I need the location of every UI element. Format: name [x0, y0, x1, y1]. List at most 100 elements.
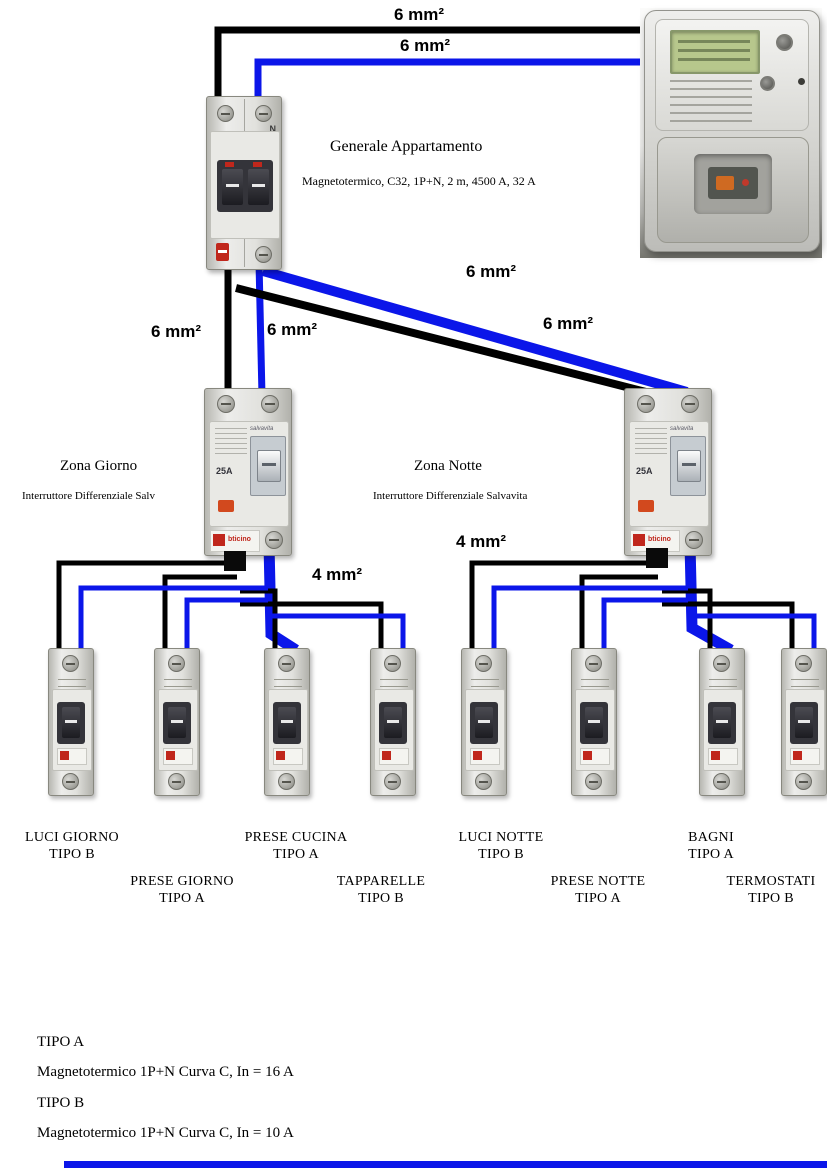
brand-logo-icon — [382, 751, 391, 760]
meter-lever-icon — [716, 176, 734, 190]
terminal-screw-icon — [255, 105, 272, 122]
circuit-name: LUCI NOTTE — [458, 830, 544, 845]
terminal-screw-icon — [681, 395, 699, 413]
breaker-face — [374, 689, 414, 771]
zona-giorno-title: Zona Giorno — [60, 458, 138, 474]
circuit-label-luci-notte: LUCI NOTTE TIPO B — [426, 830, 576, 864]
meter-label-text — [670, 80, 752, 122]
vents — [581, 679, 609, 687]
wire-phase-bagni — [662, 588, 713, 652]
wire-phase-luci-notte — [469, 560, 658, 652]
terminal-screw-icon — [585, 773, 602, 790]
switch-plate — [670, 436, 706, 496]
rcd-salvavita-text: salvavita — [670, 426, 694, 432]
brand-logo-icon — [793, 751, 802, 760]
rcd-face: 25A salvavita — [629, 421, 709, 527]
terminal-screw-icon — [278, 655, 295, 672]
circuit-tipo: TIPO B — [478, 846, 524, 862]
terminal-screw-icon — [795, 655, 812, 672]
wire-label-meter-neutral: 6 mm² — [400, 36, 451, 55]
rating-label — [57, 748, 87, 765]
breaker-face — [158, 689, 198, 771]
rcd-face: 25A salvavita — [209, 421, 289, 527]
vents — [380, 679, 408, 687]
switch-lever — [248, 169, 269, 205]
brand-text: bticino — [228, 536, 251, 543]
brand-logo-icon — [213, 534, 225, 546]
terminal-screw-icon — [384, 655, 401, 672]
terminal-screw-icon — [265, 531, 283, 549]
circuit-label-bagni: BAGNI TIPO A — [636, 830, 786, 864]
circuit-label-termostati: TERMOSTATI TIPO B — [696, 874, 827, 908]
breaker-luci-giorno — [48, 648, 94, 796]
wire-label-giorno-branch: 4 mm² — [312, 565, 363, 584]
brand-label: bticino — [210, 530, 260, 552]
circuit-name: TERMOSTATI — [726, 874, 816, 889]
circuit-tipo: TIPO A — [273, 846, 319, 862]
toggle-plate — [379, 702, 407, 744]
meter-front-panel — [655, 19, 809, 131]
breaker-tapparelle — [370, 648, 416, 796]
meter-fuse-recess — [694, 154, 772, 214]
brand-logo-icon — [583, 751, 592, 760]
breaker-face — [210, 131, 280, 239]
test-button-icon — [218, 500, 234, 512]
terminal-screw-icon — [217, 105, 234, 122]
vents — [791, 679, 819, 687]
wire-label-giorno-phase: 6 mm² — [151, 322, 202, 341]
junction-block-giorno — [224, 551, 246, 571]
circuit-label-prese-giorno: PRESE GIORNO TIPO A — [107, 874, 257, 908]
breaker-generale-appartamento: N — [206, 96, 282, 270]
meter-fuse-slot — [708, 167, 758, 199]
switch-lever — [585, 707, 603, 738]
wire-phase-termostati — [662, 601, 795, 652]
legend-tipo-a-title: TIPO A — [37, 1034, 85, 1050]
brand-logo-icon — [633, 534, 645, 546]
brand-logo-icon — [60, 751, 69, 760]
rating-label — [790, 748, 820, 765]
terminal-screw-icon — [795, 773, 812, 790]
wire-notte-neutral-trunk — [684, 543, 734, 655]
model-text-lines — [635, 428, 667, 458]
circuit-label-prese-notte: PRESE NOTTE TIPO A — [523, 874, 673, 908]
toggle-plate — [708, 702, 736, 744]
rating-label — [163, 748, 193, 765]
switch-lever — [713, 707, 731, 738]
meter-lcd-display — [670, 30, 760, 74]
vents — [274, 679, 302, 687]
electricity-meter-photo — [640, 8, 822, 258]
wire-neutral-meter-to-main — [254, 58, 648, 104]
circuit-tipo: TIPO B — [748, 890, 794, 906]
wire-phase-luci-giorno — [56, 560, 237, 652]
switch-lever — [278, 707, 296, 738]
rcd-zona-notte: 25A salvavita bticino — [624, 388, 712, 556]
wire-neutral-main-to-notte — [261, 266, 689, 397]
circuit-name: PRESE NOTTE — [550, 874, 646, 889]
meter-indicator-icon — [742, 179, 749, 186]
rating-label — [580, 748, 610, 765]
main-breaker-title: Generale Appartamento — [330, 138, 483, 155]
brand-logo-icon — [473, 751, 482, 760]
wire-label-giorno-neutral: 6 mm² — [267, 320, 318, 339]
terminal-screw-icon — [62, 655, 79, 672]
breaker-face — [703, 689, 743, 771]
vents — [709, 679, 737, 687]
terminal-screw-icon — [261, 395, 279, 413]
wire-phase-prese-cucina — [240, 588, 278, 652]
terminal-screw-icon — [384, 773, 401, 790]
brand-text: bticino — [648, 536, 671, 543]
test-button-icon — [638, 500, 654, 512]
breaker-face — [575, 689, 615, 771]
wire-label-meter-phase: 6 mm² — [394, 5, 445, 24]
bottom-neutral-wire — [64, 1161, 827, 1168]
circuit-tipo: TIPO B — [49, 846, 95, 862]
legend-tipo-b-desc: Magnetotermico 1P+N Curva C, In = 10 A — [37, 1125, 294, 1141]
switch-lever — [384, 707, 402, 738]
electricity-meter — [644, 10, 820, 252]
terminal-screw-icon — [168, 655, 185, 672]
wire-neutral-luci-notte — [491, 585, 688, 652]
breaker-prese-notte — [571, 648, 617, 796]
toggle-plate — [470, 702, 498, 744]
junction-block-notte — [646, 548, 668, 568]
